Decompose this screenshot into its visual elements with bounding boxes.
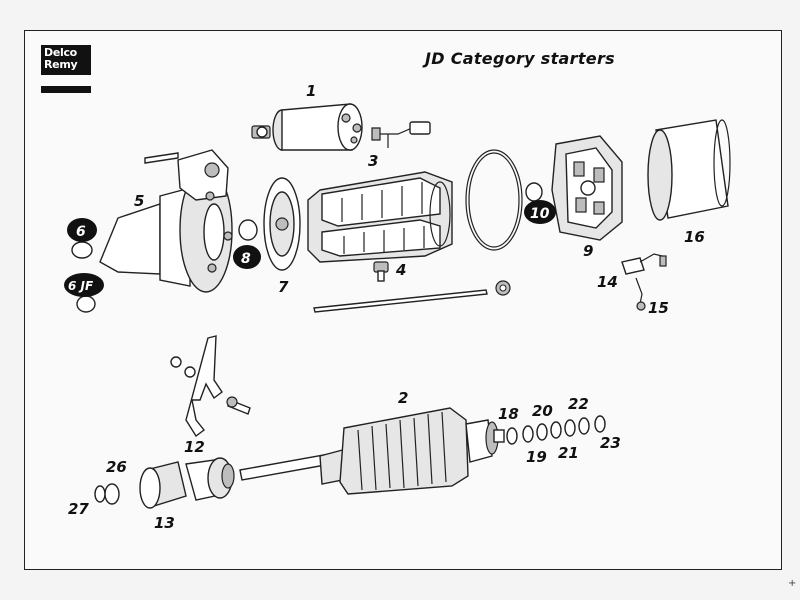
diagram-title: JD Category starters — [425, 49, 615, 68]
part-bushings — [71, 241, 96, 313]
callout-15: 15 — [648, 299, 669, 317]
part-drive-housing — [99, 149, 233, 293]
part-commutator-end — [525, 135, 623, 241]
callout-14: 14 — [597, 273, 618, 291]
callout-8-badge — [233, 245, 261, 269]
part-armature — [239, 407, 505, 495]
callout-23: 23 — [600, 434, 621, 452]
part-brush-spring — [621, 253, 667, 311]
part-field-frame — [307, 171, 453, 263]
part-washers — [506, 415, 606, 445]
callout-2: 2 — [398, 389, 408, 407]
part-solenoid — [251, 103, 363, 151]
callout-22: 22 — [568, 395, 589, 413]
callout-5: 5 — [134, 192, 144, 210]
callout-19: 19 — [526, 448, 547, 466]
part-o-ring — [465, 149, 523, 251]
callout-13: 13 — [154, 514, 175, 532]
part-field-connector — [371, 121, 431, 148]
callout-21: 21 — [558, 444, 579, 462]
callout-27: 27 — [68, 500, 89, 518]
callout-6-badge — [67, 218, 97, 242]
callout-10: 10 — [530, 206, 550, 222]
callout-16: 16 — [684, 228, 705, 246]
callout-6jf: 6 JF — [68, 279, 94, 293]
part-cover-band — [647, 119, 731, 221]
part-pinion-drive — [139, 457, 235, 509]
callout-20: 20 — [532, 402, 553, 420]
callout-4: 4 — [395, 261, 406, 279]
part-plate-and-bushing — [238, 177, 301, 271]
logo-bar — [41, 86, 91, 93]
callout-6jf-badge — [64, 273, 104, 297]
delco-remy-logo: Delco Remy — [41, 45, 91, 75]
callout-7: 7 — [278, 278, 289, 296]
part-screw — [373, 261, 389, 282]
callout-12: 12 — [184, 438, 205, 456]
callout-18: 18 — [498, 405, 519, 423]
callout-8: 8 — [241, 251, 251, 267]
callout-26: 26 — [106, 458, 127, 476]
callout-10-badge — [524, 200, 556, 224]
callout-3: 3 — [368, 152, 378, 170]
corner-mark: + — [788, 578, 797, 589]
callout-6: 6 — [76, 224, 86, 240]
part-shift-lever — [170, 335, 251, 438]
callout-1: 1 — [306, 82, 316, 100]
part-through-bolt — [313, 280, 511, 313]
callout-9: 9 — [583, 242, 593, 260]
logo-line-2: Remy — [44, 58, 78, 71]
logo-line-1: Delco — [44, 46, 77, 59]
part-stop-rings — [94, 483, 120, 505]
